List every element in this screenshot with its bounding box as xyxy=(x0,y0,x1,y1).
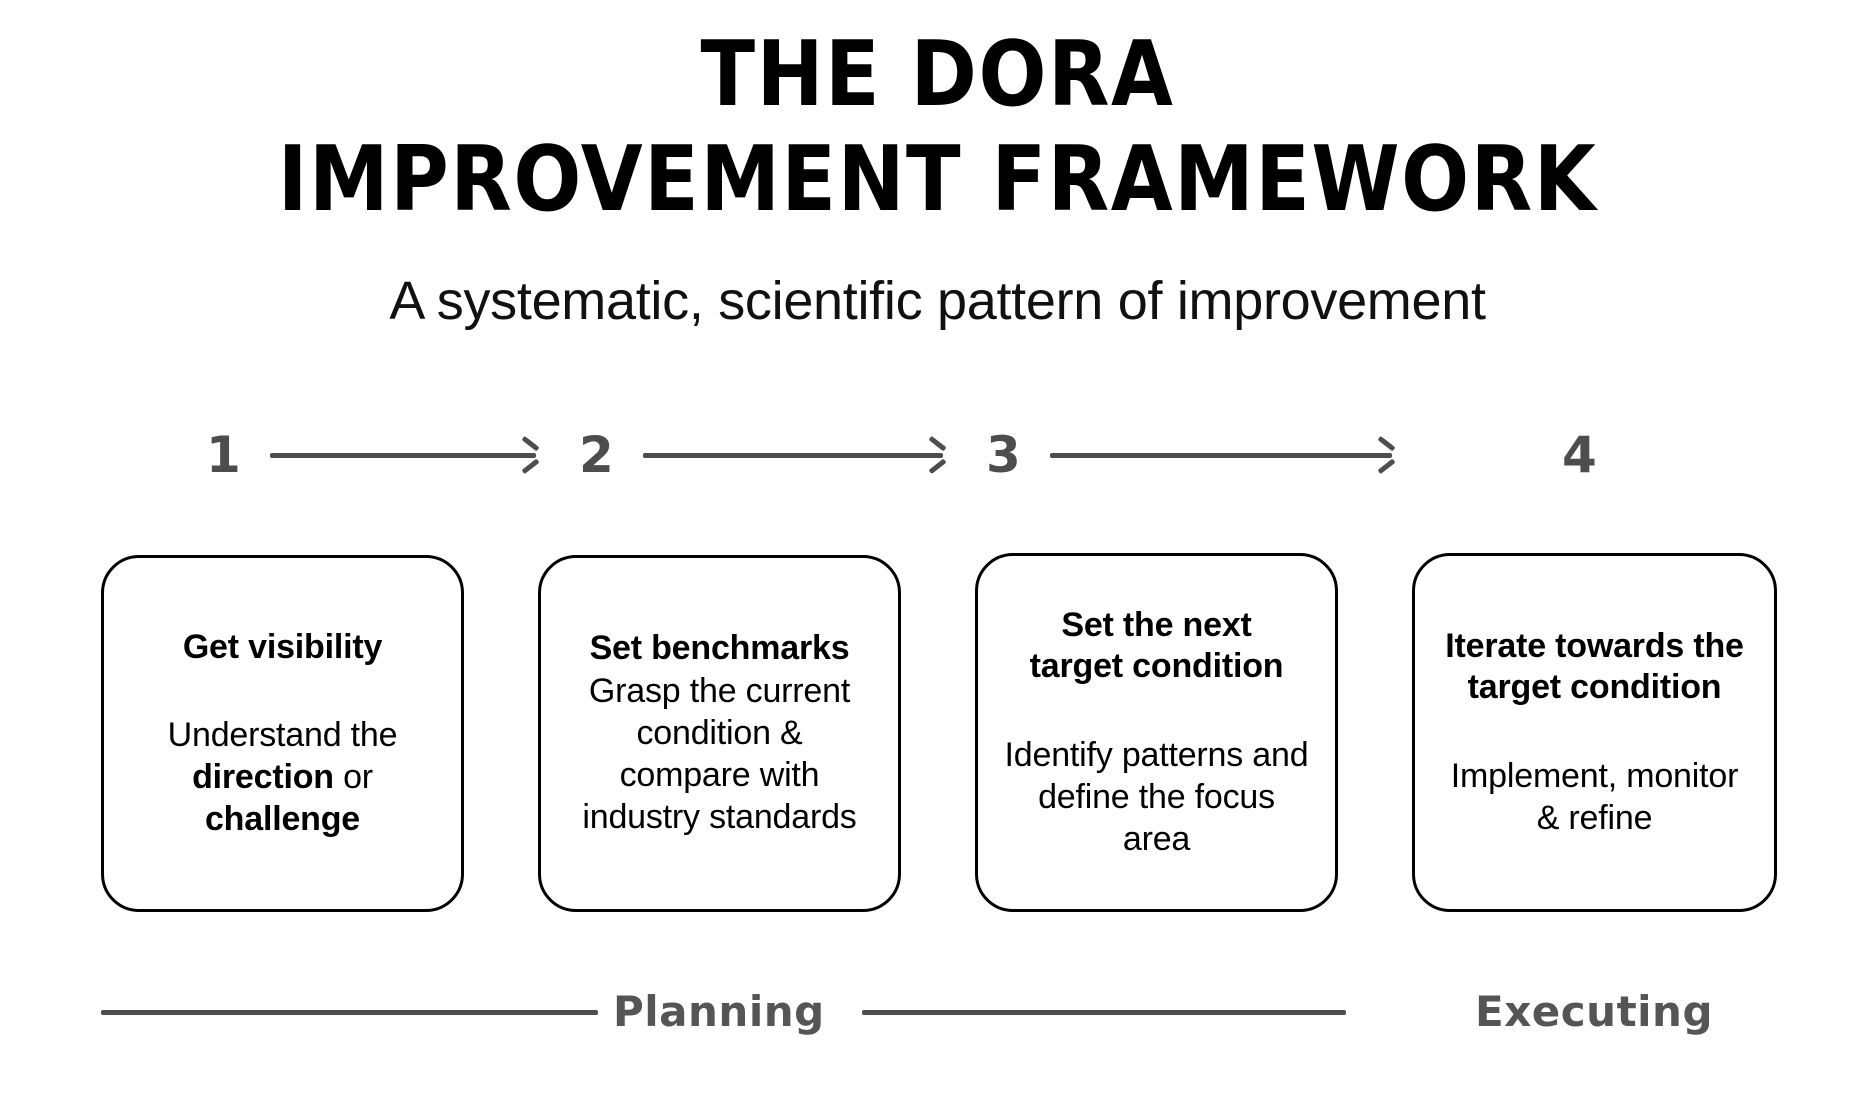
step-indicator-row: 1 2 3 4 xyxy=(101,420,1777,490)
card-3-body: Identify patterns and define the focus a… xyxy=(1004,735,1309,859)
card-1-title: Get visibility xyxy=(182,627,383,666)
phase-label-executing: Executing xyxy=(1475,987,1714,1036)
phase-bar: Planning Executing xyxy=(0,985,1875,1045)
card-4-title: Iterate towards the target condition xyxy=(1445,626,1744,707)
step-indicator-3: 3 xyxy=(986,420,1392,490)
page-title-line-2: IMPROVEMENT FRAMEWORK xyxy=(277,127,1598,232)
arrow-right-icon-3 xyxy=(1050,451,1392,459)
framework-card-2[interactable]: Set benchmarks Grasp the current conditi… xyxy=(538,555,901,912)
phase-label-planning: Planning xyxy=(613,987,825,1036)
card-4-body: Implement, monitor & refine xyxy=(1450,756,1739,837)
arrow-shaft xyxy=(1050,453,1392,458)
card-2-title: Set benchmarks xyxy=(589,629,850,668)
page-title: THE DORA IMPROVEMENT FRAMEWORK xyxy=(0,22,1875,233)
phase-line-right xyxy=(862,1010,1346,1015)
step-indicator-4: 4 xyxy=(1562,420,1597,490)
step-indicator-1: 1 xyxy=(206,420,536,490)
arrow-right-icon-2 xyxy=(643,451,943,459)
header-block: THE DORA IMPROVEMENT FRAMEWORK xyxy=(0,22,1875,232)
step-number-1: 1 xyxy=(206,426,241,484)
card-1-body-bold-1: direction xyxy=(192,758,334,797)
framework-card-1[interactable]: Get visibility Understand the direction … xyxy=(101,555,464,912)
arrow-shaft xyxy=(270,453,536,458)
step-indicator-2: 2 xyxy=(579,420,943,490)
card-3-title: Set the next target condition xyxy=(1029,605,1284,686)
step-number-3: 3 xyxy=(986,426,1021,484)
card-1-body-bold-2: challenge xyxy=(204,800,361,839)
arrow-right-icon-1 xyxy=(270,451,536,459)
card-1-body-prefix: Understand the xyxy=(167,716,398,754)
step-number-2: 2 xyxy=(579,426,614,484)
page-title-line-1: THE DORA xyxy=(700,22,1175,127)
framework-card-3[interactable]: Set the next target condition Identify p… xyxy=(975,553,1338,912)
page-subtitle: A systematic, scientific pattern of impr… xyxy=(389,271,1486,331)
card-2-body: Grasp the current condition & compare wi… xyxy=(582,671,857,837)
card-1-body: Understand the direction or challenge xyxy=(118,714,447,840)
arrow-shaft xyxy=(643,453,943,458)
step-number-4: 4 xyxy=(1562,426,1597,484)
card-1-body-mid: or xyxy=(333,758,373,797)
phase-line-left xyxy=(101,1010,598,1015)
framework-card-4[interactable]: Iterate towards the target condition Imp… xyxy=(1412,553,1777,912)
